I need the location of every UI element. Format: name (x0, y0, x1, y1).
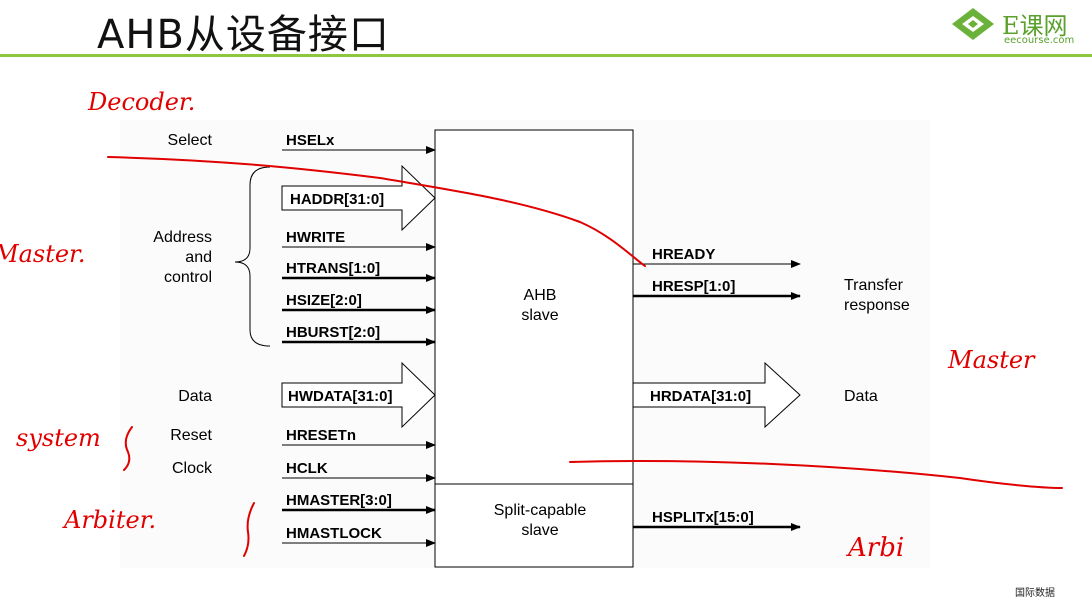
annotation-system: system (16, 424, 101, 452)
group-transfer: Transfer (844, 277, 904, 294)
hselx-label: HSELx (286, 132, 335, 149)
annotation-decoder: Decoder. (87, 88, 195, 116)
block-label-split-slave: slave (521, 522, 558, 539)
group-data-out: Data (844, 388, 878, 405)
group-address: Address (153, 229, 212, 246)
logo-url: eecourse.com (1004, 35, 1075, 46)
block-label-slave: slave (521, 307, 558, 324)
hresp-label: HRESP[1:0] (652, 278, 735, 295)
group-data-in: Data (178, 388, 212, 405)
hburst-label: HBURST[2:0] (286, 324, 380, 341)
hsize-label: HSIZE[2:0] (286, 292, 362, 309)
ahb-slave-diagram: AHB slave Split-capable slave Select Add… (120, 120, 930, 568)
diamond-logo-icon (952, 8, 994, 40)
logo-text: E课网 (1002, 12, 1068, 40)
hrdata-bus-arrow (632, 361, 801, 429)
group-control: control (164, 269, 212, 286)
logo: E课网 eecourse.com (950, 6, 1090, 48)
hresetn-label: HRESETn (286, 427, 356, 444)
hwrite-label: HWRITE (286, 229, 345, 246)
htrans-label: HTRANS[1:0] (286, 260, 380, 277)
annotation-master-right: Master (947, 346, 1036, 374)
group-select: Select (168, 132, 213, 149)
corner-watermark: 国际数据 (1015, 588, 1055, 599)
hmaster-label: HMASTER[3:0] (286, 492, 392, 509)
hwdata-label: HWDATA[31:0] (288, 388, 392, 405)
hready-label: HREADY (652, 246, 715, 263)
address-brace (234, 166, 271, 347)
annotation-master-left: Master. (0, 240, 86, 268)
group-and: and (185, 249, 212, 266)
hsplitx-label: HSPLITx[15:0] (652, 509, 754, 526)
hmastlock-label: HMASTLOCK (286, 525, 382, 542)
hwdata-bus-arrow (281, 361, 436, 429)
hclk-label: HCLK (286, 460, 328, 477)
hrdata-label: HRDATA[31:0] (650, 388, 751, 405)
group-response: response (844, 297, 910, 314)
block-label-split: Split-capable (494, 502, 587, 519)
group-reset: Reset (170, 427, 212, 444)
haddr-label: HADDR[31:0] (290, 191, 384, 208)
title-divider (0, 54, 1092, 57)
block-label-ahb: AHB (524, 287, 557, 304)
diagram-svg: AHB slave Split-capable slave Select Add… (153, 129, 910, 568)
group-clock: Clock (172, 460, 213, 477)
page-title: AHB从设备接口 (97, 12, 390, 58)
